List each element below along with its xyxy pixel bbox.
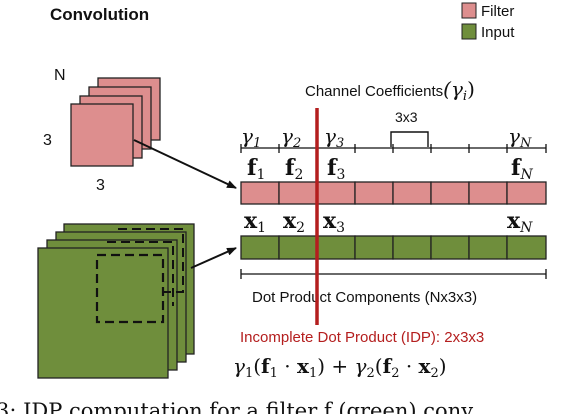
input-cell [506,235,547,260]
filter-cell [316,181,356,205]
filter-cell [240,181,280,205]
filter-labels: f1 f2 f3 fN [247,155,533,183]
filter-label: f2 [285,155,303,183]
figure-title: Convolution [50,5,149,24]
input-cell [354,235,394,260]
filter-cell [430,181,470,205]
channel-ruler [240,144,547,153]
legend-input-label: Input [481,24,515,41]
legend-filter-label: Filter [481,3,514,20]
filter-layer [70,103,134,167]
legend-filter-swatch [461,2,477,19]
receptive-field-front [95,253,165,324]
input-arrow [190,247,237,269]
gamma-label: γ2 [281,124,301,151]
filter-bar [240,181,547,205]
channel-coefficients-text: Channel Coefficients [305,83,443,100]
receptive-field-back [118,228,184,293]
filter-cell [392,181,432,205]
filter-cell [354,181,394,205]
input-label: x2 [283,208,305,236]
gamma-labels: γ1 γ2 γ3 γN [241,124,532,151]
input-stack [37,223,195,379]
filter-cell [468,181,508,205]
gamma-label: γN [508,124,532,151]
input-layer [37,247,169,379]
input-bar [240,235,547,260]
filter-depth-label: N [54,67,66,84]
filter-width-label: 3 [96,177,105,194]
input-cell [278,235,318,260]
dot-product-label: Dot Product Components (Nx3x3) [252,289,477,306]
filter-height-label: 3 [43,132,52,149]
filter-cell [506,181,547,205]
gamma-i-close: ) [467,77,475,101]
input-cell [392,235,432,260]
input-label: x3 [323,208,345,236]
filter-cell [278,181,318,205]
gamma-label: γ3 [324,124,344,151]
filter-stack [70,77,161,167]
figure-caption: 3: IDP computation for a filter f (green… [0,399,473,414]
dot-product-ruler [240,269,547,279]
gamma-label: γ1 [241,124,261,151]
filter-label: f3 [327,155,345,183]
gamma-i-symbol: (γ [443,77,463,101]
input-labels: x1 x2 x3 xN [244,208,533,236]
filter-label: fN [511,155,533,183]
filter-label: f1 [247,155,265,183]
input-label: x1 [244,208,266,236]
legend: Filter Input [461,2,515,41]
receptive-field-mid [107,241,174,306]
input-cell [430,235,470,260]
idp-label: Incomplete Dot Product (IDP): 2x3x3 [240,329,484,346]
legend-input-swatch [461,23,477,40]
gamma-i-subscript: i [463,89,467,104]
input-cell [468,235,508,260]
segment-size-label: 3x3 [395,109,418,125]
channel-coefficients-label: Channel Coefficients(γi) [305,77,475,104]
input-cell [316,235,356,260]
input-cell [240,235,280,260]
input-label: xN [507,208,533,236]
segment-bracket [390,131,429,147]
idp-formula: γ1(f1 · x1) + γ2(f2 · x2) [233,354,447,381]
filter-arrow [133,139,237,189]
